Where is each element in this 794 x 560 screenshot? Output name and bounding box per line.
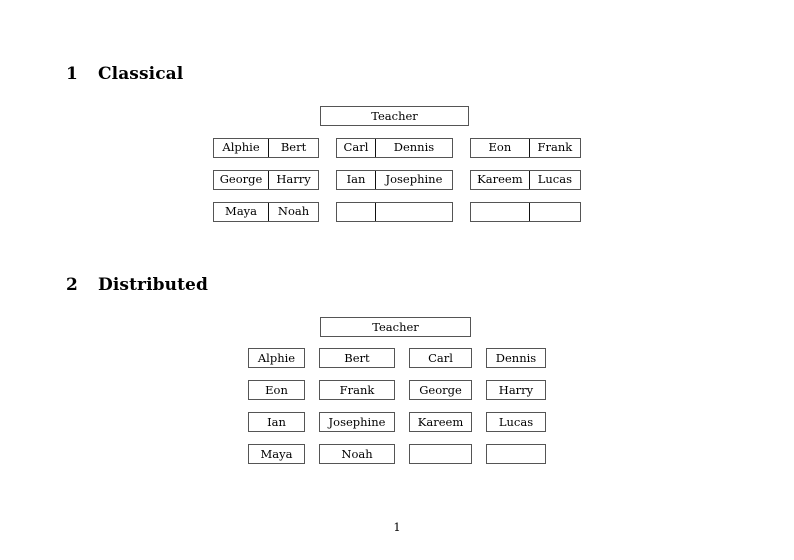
table-row: Kareem Lucas xyxy=(470,170,581,190)
teacher-box-classical: Teacher xyxy=(320,106,469,126)
student-box: Bert xyxy=(319,348,395,368)
student-cell: George xyxy=(219,172,263,187)
student-box: Carl xyxy=(409,348,472,368)
student-box: Harry xyxy=(486,380,546,400)
table-row xyxy=(470,202,581,222)
student-box: Ian xyxy=(248,412,305,432)
section-number: 1 xyxy=(66,64,78,84)
student-cell: Alphie xyxy=(222,140,260,155)
student-box: Kareem xyxy=(409,412,472,432)
student-cell-empty xyxy=(337,203,375,221)
student-cell: Kareem xyxy=(477,172,523,187)
student-cell-empty xyxy=(374,203,452,221)
student-box: Noah xyxy=(319,444,395,464)
student-box-empty xyxy=(409,444,472,464)
student-box: Lucas xyxy=(486,412,546,432)
page-number: 1 xyxy=(393,520,401,534)
table-row: Eon Frank xyxy=(470,138,581,158)
student-box: Dennis xyxy=(486,348,546,368)
student-box-empty xyxy=(486,444,546,464)
table-row: George Harry xyxy=(213,170,319,190)
student-cell: Harry xyxy=(268,171,318,189)
teacher-box-distributed: Teacher xyxy=(320,317,471,337)
student-cell-empty xyxy=(471,203,529,221)
table-row: Maya Noah xyxy=(213,202,319,222)
student-cell: Maya xyxy=(225,204,258,219)
section-title: Distributed xyxy=(98,275,208,295)
student-box: Maya xyxy=(248,444,305,464)
student-cell: Carl xyxy=(343,140,369,155)
student-cell: Josephine xyxy=(374,171,452,189)
student-cell: Noah xyxy=(268,203,318,221)
section-number: 2 xyxy=(66,275,78,295)
section-title: Classical xyxy=(98,64,184,84)
section-heading-classical: 1 Classical xyxy=(66,64,183,84)
student-cell: Dennis xyxy=(374,139,452,157)
student-cell: Lucas xyxy=(528,171,580,189)
student-cell: Frank xyxy=(528,139,580,157)
table-row: Alphie Bert xyxy=(213,138,319,158)
student-cell: Eon xyxy=(488,140,512,155)
section-heading-distributed: 2 Distributed xyxy=(66,275,208,295)
student-box: Frank xyxy=(319,380,395,400)
table-row xyxy=(336,202,453,222)
student-box: Josephine xyxy=(319,412,395,432)
student-cell: Ian xyxy=(346,172,366,187)
student-box: Alphie xyxy=(248,348,305,368)
student-cell: Bert xyxy=(268,139,318,157)
table-row: Ian Josephine xyxy=(336,170,453,190)
table-row: Carl Dennis xyxy=(336,138,453,158)
student-cell-empty xyxy=(528,203,580,221)
student-box: Eon xyxy=(248,380,305,400)
student-box: George xyxy=(409,380,472,400)
